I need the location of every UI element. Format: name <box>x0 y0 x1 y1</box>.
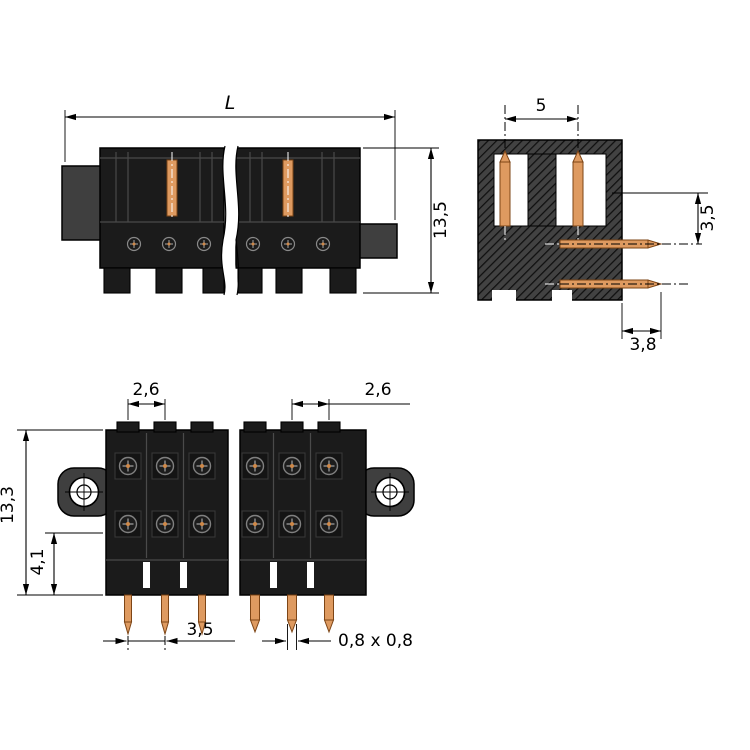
male-pin-vertical-1 <box>499 149 511 227</box>
break-gap <box>221 146 239 295</box>
dim-label-tail-length: 3,8 <box>629 335 656 355</box>
contact-socket <box>114 510 142 538</box>
keying-tab <box>116 421 140 433</box>
contact-socket <box>315 510 343 538</box>
break-line-left <box>221 145 227 296</box>
dim-label-pole-pitch: 2,6 <box>132 380 159 400</box>
solder-pin <box>123 594 133 636</box>
front-view-right: 2,6 0,8 x 0,8 <box>239 380 415 651</box>
dim-lower-height-4-1: 4,1 <box>28 532 103 595</box>
keying-tab <box>153 421 177 433</box>
solder-rivet <box>196 236 212 252</box>
break-line-right <box>235 145 240 296</box>
solder-pin <box>286 594 298 634</box>
bottom-slot <box>270 562 277 588</box>
bottom-slot <box>180 562 187 588</box>
contact-socket <box>278 452 306 480</box>
contact-socket <box>151 452 179 480</box>
solder-pin <box>160 594 170 636</box>
solder-rivet <box>126 236 142 252</box>
contact-socket <box>241 452 269 480</box>
front-view-left: 2,6 13,3 4,1 3,5 <box>0 380 235 652</box>
dim-label-pin-spacing: 3,5 <box>186 620 213 640</box>
dim-label-pin-pitch: 5 <box>536 96 547 116</box>
keying-tab <box>280 421 304 433</box>
dim-label-lower-height: 4,1 <box>28 548 48 575</box>
dim-height-13-3: 13,3 <box>0 429 103 596</box>
side-view: L 13,5 <box>61 92 451 296</box>
solder-pin <box>197 594 207 636</box>
contact-socket <box>278 510 306 538</box>
solder-rivet <box>245 236 261 252</box>
housing-mold-lines <box>100 152 360 223</box>
solder-rivet <box>161 236 177 252</box>
bottom-slot <box>307 562 314 588</box>
dim-label-pin-cross-section: 0,8 x 0,8 <box>338 631 413 651</box>
bottom-notch <box>492 290 516 301</box>
dim-length-L: L <box>64 92 396 220</box>
dim-pin-cross-section: 0,8 x 0,8 <box>262 624 413 651</box>
contact-socket <box>241 510 269 538</box>
keying-tab <box>190 421 214 433</box>
bottom-notch <box>552 290 572 301</box>
contact-socket <box>114 452 142 480</box>
dim-tail-length-3-8: 3,8 <box>621 292 662 355</box>
cavity-divider <box>527 153 557 227</box>
dim-label-row-offset: 3,5 <box>698 204 718 231</box>
contact-socket <box>315 452 343 480</box>
contact-socket <box>188 452 216 480</box>
dim-pitch-5: 5 <box>505 96 578 123</box>
keying-tab <box>317 421 341 433</box>
dim-height-13-5: 13,5 <box>363 147 451 294</box>
dim-label-height: 13,5 <box>431 201 451 239</box>
solder-pin <box>323 594 335 634</box>
male-pin-vertical-2 <box>572 149 584 227</box>
keying-tab <box>243 421 267 433</box>
solder-pin <box>249 594 261 634</box>
solder-rivet <box>315 236 331 252</box>
mounting-ear-right-edge <box>355 223 398 259</box>
mounting-ear-left-edge <box>61 165 105 241</box>
solder-rivet <box>280 236 296 252</box>
dim-label-length: L <box>225 92 236 114</box>
dim-pole-pitch-2-6-right: 2,6 <box>291 380 410 420</box>
dim-label-pole-pitch: 2,6 <box>364 380 391 400</box>
dim-pin-spacing-3-5: 3,5 <box>103 620 235 645</box>
dim-pole-pitch-2-6-left: 2,6 <box>127 380 166 420</box>
contact-socket <box>188 510 216 538</box>
section-view: 5 3,5 3,8 <box>477 96 718 355</box>
standoff-feet <box>103 267 357 294</box>
pole-divider-lines <box>106 433 228 561</box>
contact-socket <box>151 510 179 538</box>
dim-label-height: 13,3 <box>0 486 18 524</box>
bottom-slot <box>143 562 150 588</box>
dim-row-offset-3-5: 3,5 <box>612 192 718 244</box>
pole-divider-lines <box>240 433 366 561</box>
